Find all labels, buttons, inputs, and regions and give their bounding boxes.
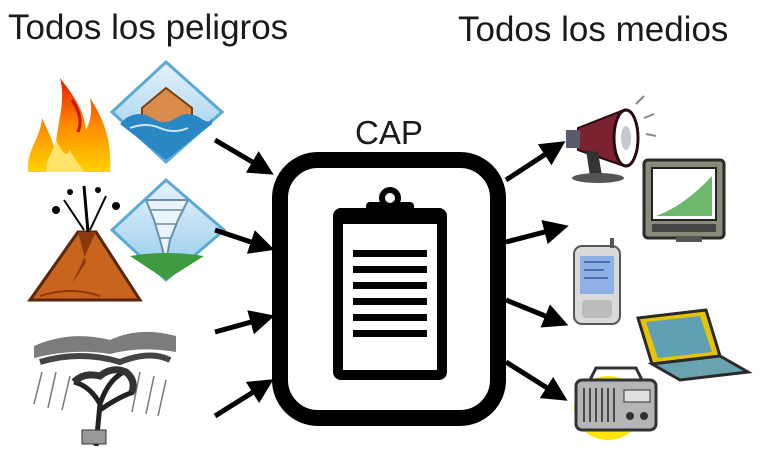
arrow-in-2	[214, 227, 275, 254]
storm-icon	[33, 331, 176, 447]
tornado-icon	[109, 177, 227, 283]
television-icon	[642, 158, 726, 242]
arrow-out-3	[505, 297, 569, 328]
outgoing-arrows	[504, 141, 569, 401]
all-media-heading: Todos los medios	[458, 10, 729, 49]
clipboard-icon	[333, 187, 447, 380]
arrow-out-4	[504, 359, 568, 401]
mobile-phone-icon	[573, 238, 621, 325]
laptop-icon	[636, 308, 753, 382]
arrow-in-3	[214, 310, 275, 335]
flood-icon	[109, 59, 225, 165]
arrow-in-1	[213, 137, 274, 175]
cap-box	[272, 152, 506, 426]
megaphone-icon	[566, 95, 657, 183]
volcano-icon	[27, 185, 143, 302]
fire-icon	[27, 78, 111, 172]
arrow-out-1	[504, 141, 566, 183]
radio-icon	[574, 366, 658, 440]
arrow-in-4	[213, 379, 274, 419]
all-hazards-heading: Todos los peligros	[8, 8, 289, 47]
incoming-arrows	[213, 137, 275, 419]
cap-label: CAP	[355, 114, 423, 151]
arrow-out-2	[505, 219, 569, 245]
